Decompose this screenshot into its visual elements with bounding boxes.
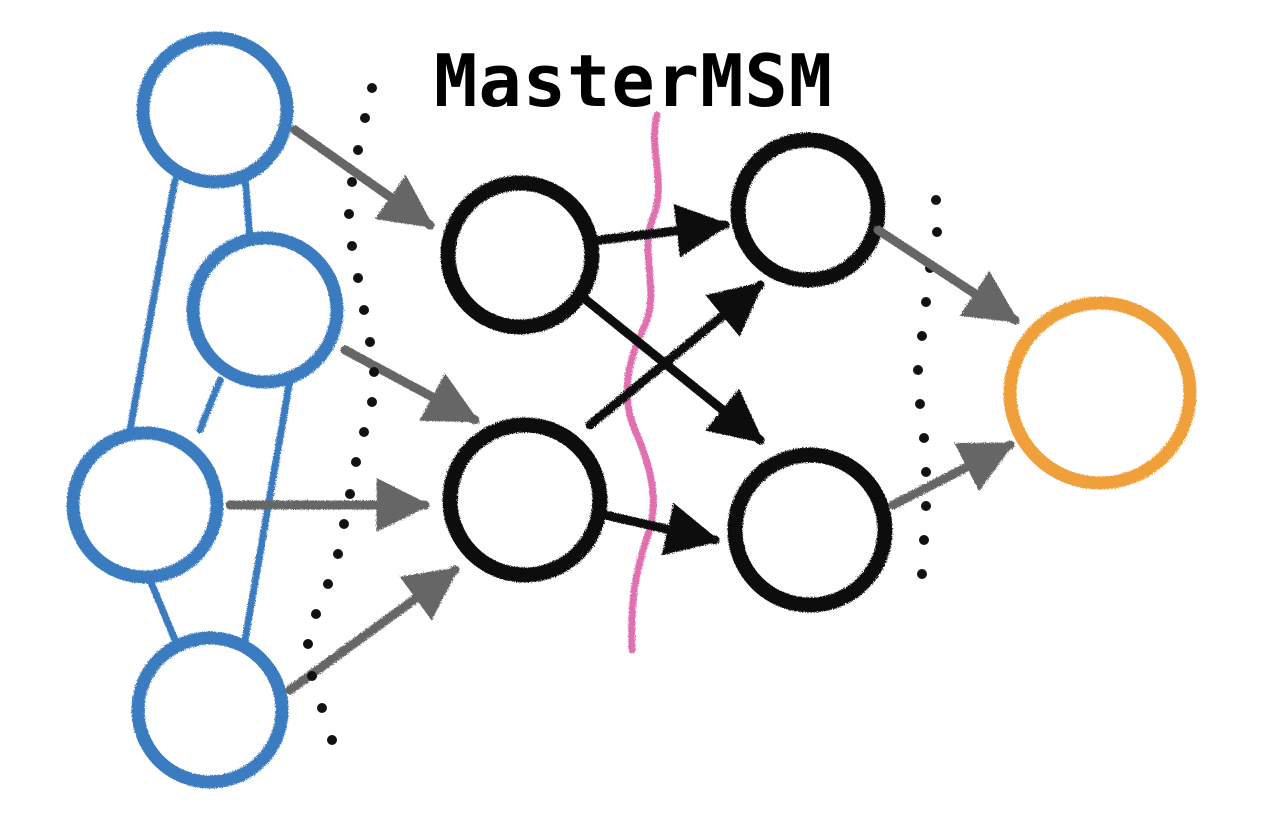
arrow-c3-final — [873, 225, 1020, 325]
dot — [303, 639, 313, 649]
dot — [921, 297, 931, 307]
microstate-node-2 — [186, 231, 344, 389]
final-state-node — [1003, 296, 1197, 490]
dot — [323, 579, 333, 589]
dot — [353, 145, 363, 155]
dot — [360, 113, 370, 123]
arrow-c1-c3 — [595, 203, 731, 258]
dot — [345, 489, 355, 499]
dot — [917, 569, 927, 579]
connection-3-4 — [146, 576, 179, 644]
dot — [317, 703, 327, 713]
dot — [311, 609, 321, 619]
clusters — [440, 132, 893, 613]
dot — [921, 467, 931, 477]
dot — [919, 535, 929, 545]
dot — [347, 241, 357, 251]
dot — [339, 519, 349, 529]
diagram-title: MasterMSM — [434, 39, 834, 123]
dot — [333, 549, 343, 559]
left-dotted-separator — [303, 83, 379, 745]
dot — [353, 273, 363, 283]
dot — [327, 735, 337, 745]
microstate-to-cluster-arrows — [225, 125, 480, 695]
pink-divider-line — [623, 111, 662, 654]
arrow-m2-c2 — [340, 345, 480, 425]
cluster-transition-arrows — [575, 203, 765, 556]
arrow-m4-c2 — [285, 565, 460, 695]
connection-1-3 — [126, 176, 179, 434]
dot — [913, 365, 923, 375]
dot — [367, 83, 377, 93]
connection-1-2 — [241, 171, 254, 244]
microstate-node-1 — [136, 31, 294, 189]
arrow-c2-c3 — [585, 280, 765, 430]
dot — [359, 427, 369, 437]
cluster-node-4 — [727, 447, 893, 613]
dot — [365, 337, 375, 347]
dot — [344, 209, 354, 219]
arrow-m1-c1 — [290, 125, 435, 230]
arrow-c1-c4 — [575, 290, 765, 445]
arrow-c2-c4 — [600, 502, 721, 556]
dot — [351, 457, 361, 467]
dot — [369, 367, 379, 377]
dot — [307, 671, 317, 681]
dot — [931, 195, 941, 205]
cluster-to-final-arrows — [873, 225, 1020, 510]
dot — [917, 331, 927, 341]
connection-2-3 — [196, 376, 224, 434]
dot — [921, 501, 931, 511]
cluster-node-1 — [440, 175, 600, 335]
cluster-node-2 — [442, 417, 608, 583]
dot — [367, 397, 377, 407]
arrow-c4-final — [888, 440, 1015, 510]
microstate-node-4 — [131, 631, 289, 789]
dot — [359, 305, 369, 315]
dot — [932, 227, 942, 237]
dot — [347, 177, 357, 187]
microstates — [66, 31, 344, 789]
microstate-connections — [126, 171, 294, 644]
microstate-node-3 — [66, 426, 224, 584]
dot — [919, 433, 929, 443]
connection-2-4 — [241, 376, 294, 644]
dot — [915, 399, 925, 409]
cluster-node-3 — [730, 132, 886, 288]
